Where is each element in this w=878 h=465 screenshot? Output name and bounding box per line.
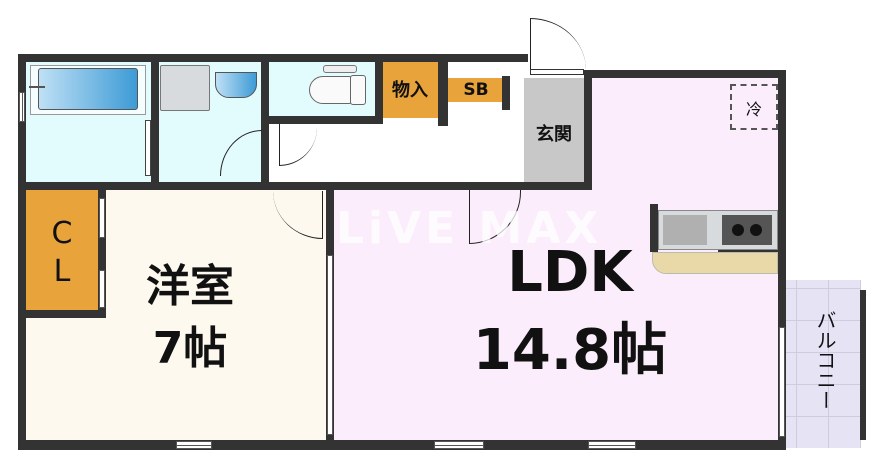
- wall-toilet-bottom: [261, 116, 381, 124]
- wall-top-right: [584, 70, 786, 78]
- wall-bottom: [18, 440, 786, 450]
- toilet-bowl: [309, 76, 353, 104]
- wall-entrance-right: [584, 70, 592, 190]
- entrance-label: 玄関: [536, 124, 572, 145]
- wall-sb-right: [502, 76, 510, 110]
- entrance-area: 玄関: [524, 78, 584, 182]
- bath-door[interactable]: [145, 120, 151, 176]
- watermark: LiVE MAX: [336, 203, 603, 254]
- burner-icon: [732, 224, 744, 236]
- ldk-upper-floor: [590, 78, 778, 190]
- wall-closet-right: [98, 190, 106, 318]
- toilet-panel: [323, 65, 357, 73]
- western-ldk-sliding-door[interactable]: [327, 255, 333, 435]
- bath-faucet: [29, 86, 45, 88]
- wall-top-left: [18, 54, 528, 62]
- western-room-window[interactable]: [176, 441, 212, 449]
- western-room-name: 洋室: [146, 261, 234, 312]
- kitchen-sink: [663, 215, 707, 245]
- wall-mid-horizontal: [18, 182, 590, 190]
- ldk-name: LDK: [507, 240, 633, 305]
- shoe-box-label: SB: [463, 80, 489, 100]
- washing-machine-space: [160, 65, 210, 111]
- bathtub: [38, 68, 138, 110]
- storage-label: 物入: [392, 80, 428, 101]
- fridge-label: 冷: [745, 100, 762, 119]
- closet-door-1[interactable]: [99, 198, 105, 238]
- closet[interactable]: C L: [26, 190, 98, 310]
- wall-closet-bottom: [18, 310, 106, 318]
- wall-toilet-storage: [375, 54, 383, 124]
- ldk-window-1[interactable]: [434, 441, 484, 449]
- wash-basin: [215, 72, 257, 98]
- western-room-size: 7帖: [152, 323, 228, 374]
- toilet-tank: [350, 75, 366, 105]
- balcony-floor: [786, 280, 861, 448]
- balcony-sliding-door[interactable]: [779, 327, 785, 437]
- entrance-door[interactable]: [530, 18, 586, 70]
- closet-label-l: L: [53, 254, 71, 289]
- entrance-threshold: [530, 69, 584, 75]
- entrance-floor: [524, 78, 590, 182]
- ldk-size: 14.8帖: [472, 318, 668, 383]
- kitchen-side-wall: [650, 204, 658, 252]
- wall-bath-wash: [151, 54, 159, 182]
- kitchen-worktop: [652, 252, 778, 274]
- closet-door-2[interactable]: [99, 270, 105, 308]
- closet-label-c: C: [51, 216, 73, 251]
- storage-closet[interactable]: 物入: [382, 62, 438, 118]
- balcony-label: バルコニー: [813, 310, 837, 410]
- fridge-space: 冷: [730, 84, 778, 130]
- kitchen-stove: [722, 215, 772, 245]
- shoe-box[interactable]: SB: [448, 78, 504, 102]
- balcony-rail: [860, 290, 866, 440]
- ldk-window-2[interactable]: [588, 441, 636, 449]
- wall-storage-right: [438, 54, 448, 126]
- wall-left: [18, 54, 26, 450]
- bath-window[interactable]: [19, 92, 25, 122]
- wall-right: [778, 70, 786, 450]
- burner-icon: [750, 224, 762, 236]
